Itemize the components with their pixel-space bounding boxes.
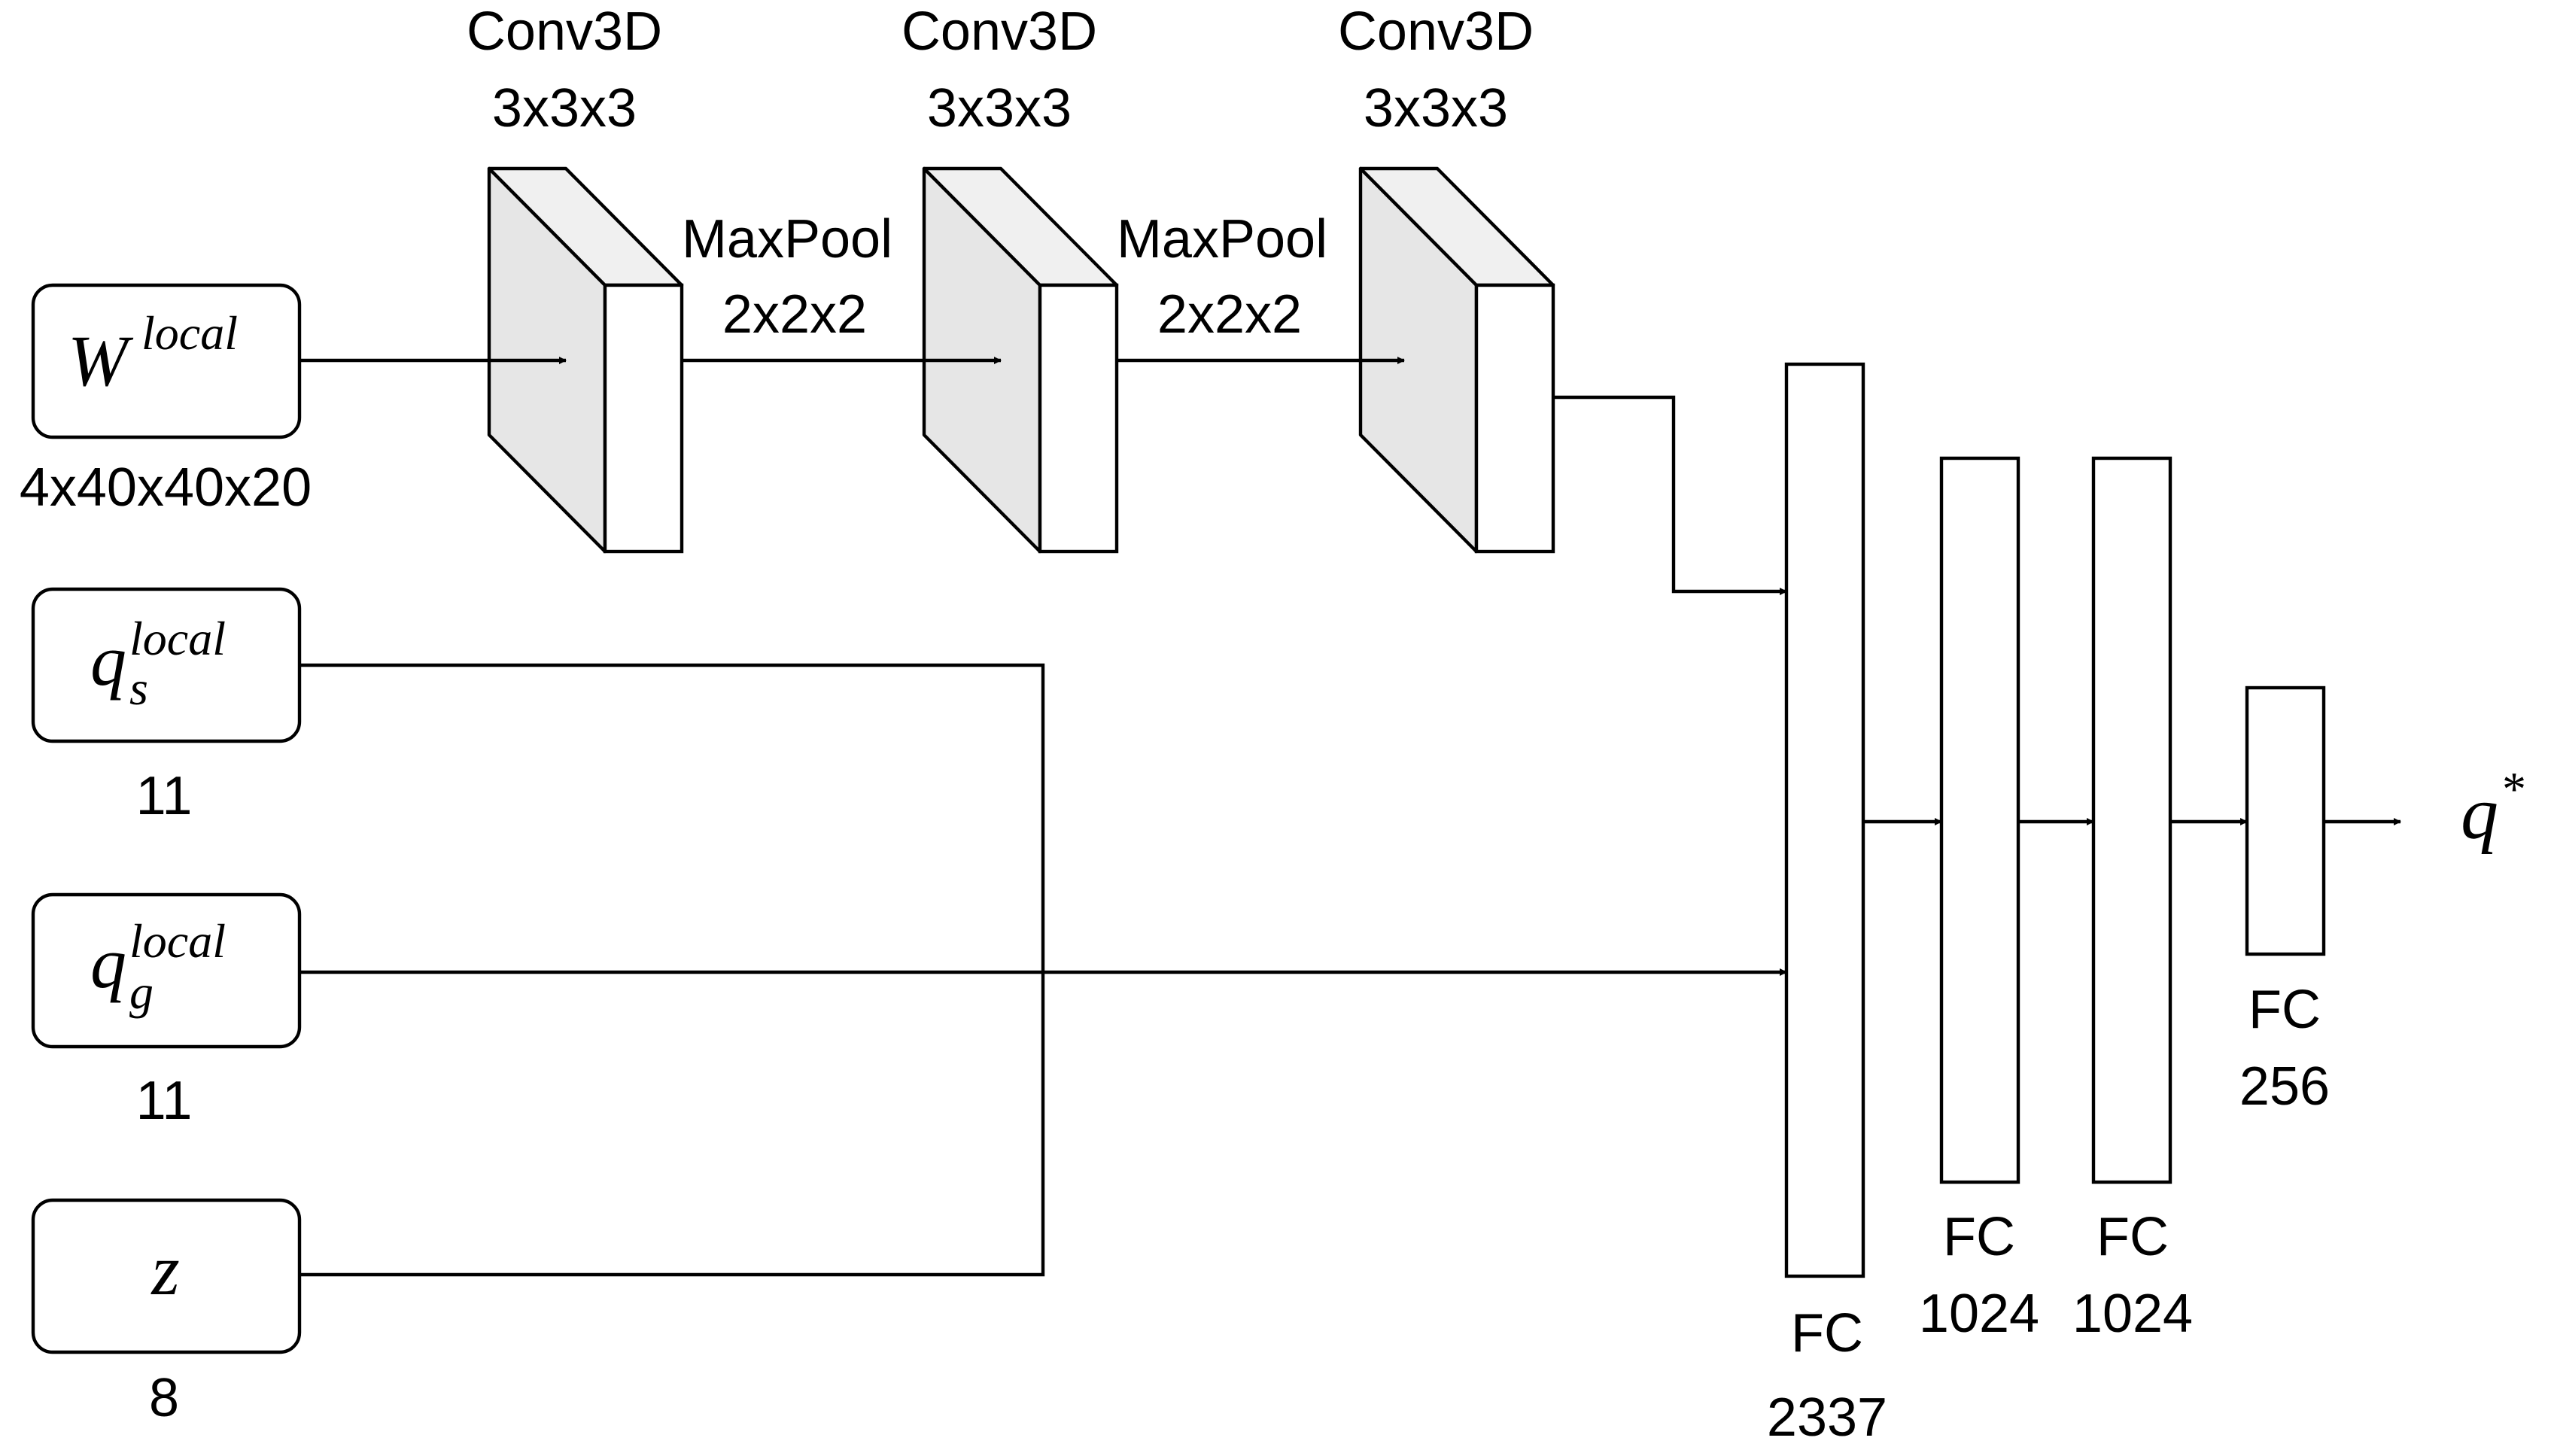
input-symbol: q bbox=[90, 923, 126, 1003]
input-subscript: s bbox=[129, 661, 148, 715]
fc-units-label: 256 bbox=[2239, 1056, 2330, 1117]
input-z: z bbox=[31, 1198, 302, 1354]
fc-layer-2 bbox=[1939, 456, 2020, 1184]
conv-block-front bbox=[1038, 283, 1119, 554]
fc-name-label: FC bbox=[1791, 1303, 1863, 1363]
output-q-star: q * bbox=[2461, 762, 2524, 855]
input-symbol: z bbox=[150, 1230, 179, 1310]
pool-kernel-label: 2x2x2 bbox=[1157, 284, 1302, 345]
conv-kernel-label: 3x3x3 bbox=[927, 78, 1072, 138]
output-superscript: * bbox=[2500, 762, 2524, 816]
input-size-label: 4x40x40x20 bbox=[20, 457, 312, 518]
fc-units-label: 1024 bbox=[2072, 1284, 2193, 1344]
input-size-label: 11 bbox=[136, 1071, 193, 1131]
conv3d-block-3 bbox=[1358, 166, 1555, 554]
conv-kernel-label: 3x3x3 bbox=[1364, 78, 1508, 138]
conv-name-label: Conv3D bbox=[1338, 2, 1534, 62]
input-w-local: W local bbox=[31, 283, 302, 439]
input-superscript: local bbox=[141, 306, 238, 360]
connector-qs-z-join bbox=[299, 663, 1045, 1277]
fc-units-label: 1024 bbox=[1919, 1284, 2039, 1344]
conv-name-label: Conv3D bbox=[902, 2, 1097, 62]
output-symbol: q bbox=[2461, 771, 2498, 855]
conv-block-front bbox=[1474, 283, 1555, 554]
input-subscript: g bbox=[129, 965, 154, 1019]
input-superscript: local bbox=[129, 914, 226, 968]
fc-name-label: FC bbox=[1943, 1207, 2015, 1267]
fc-layer-1 bbox=[1784, 362, 1865, 1278]
conv-name-label: Conv3D bbox=[467, 2, 662, 62]
input-symbol: W bbox=[68, 321, 134, 401]
input-size-label: 8 bbox=[149, 1368, 179, 1428]
pool-name-label: MaxPool bbox=[1117, 209, 1327, 269]
fc-name-label: FC bbox=[2248, 980, 2321, 1040]
conv-kernel-label: 3x3x3 bbox=[492, 78, 637, 138]
fc-layer-4 bbox=[2245, 685, 2326, 956]
input-symbol: q bbox=[90, 620, 126, 701]
conv-block-front bbox=[603, 283, 684, 554]
input-size-label: 11 bbox=[136, 766, 193, 826]
arrow-conv3-to-fc1 bbox=[1553, 395, 1787, 595]
fc-layer-3 bbox=[2091, 456, 2172, 1184]
pool-name-label: MaxPool bbox=[682, 209, 892, 269]
fc-units-label: 2337 bbox=[1767, 1388, 1887, 1448]
input-superscript: local bbox=[129, 612, 226, 665]
input-qs-local: q local s bbox=[31, 587, 302, 743]
fc-name-label: FC bbox=[2096, 1207, 2169, 1267]
pool-kernel-label: 2x2x2 bbox=[722, 284, 867, 345]
input-qg-local: q local g bbox=[31, 892, 302, 1049]
